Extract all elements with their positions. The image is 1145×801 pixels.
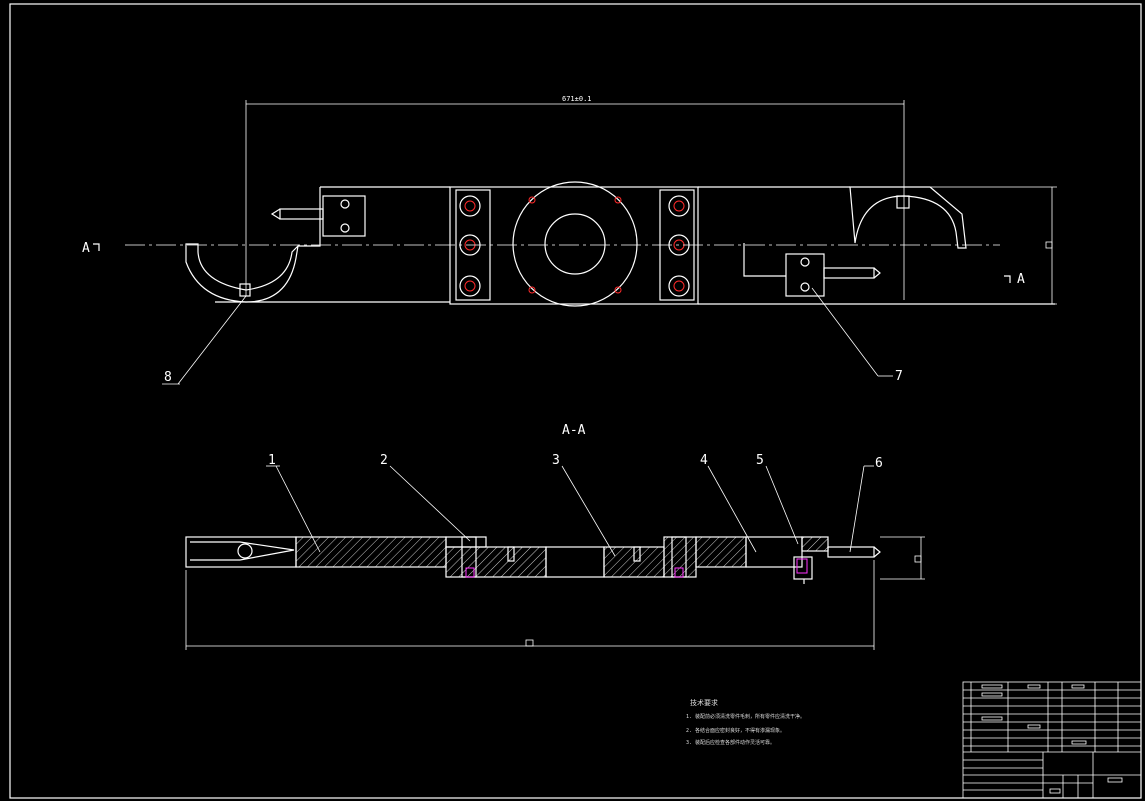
callout-6: 6 bbox=[875, 456, 883, 471]
tech-note-2: 2. 各结合面应密封良好，不得有渗漏现象。 bbox=[686, 727, 785, 734]
top-view: 671±0.1 bbox=[82, 95, 1057, 385]
section-marker-left: A bbox=[82, 241, 90, 256]
callout-7: 7 bbox=[895, 369, 903, 384]
callout-5: 5 bbox=[756, 453, 764, 468]
section-title: A-A bbox=[562, 423, 586, 438]
overall-dimension: 671±0.1 bbox=[562, 95, 592, 103]
technical-notes: 技术要求 1. 装配前必须清洗零件毛刺，所有零件应清洗干净。 2. 各结合面应密… bbox=[686, 698, 805, 746]
bolt-group-left bbox=[459, 195, 481, 297]
section-marker-right: A bbox=[1017, 272, 1025, 287]
tech-note-1: 1. 装配前必须清洗零件毛刺，所有零件应清洗干净。 bbox=[686, 713, 805, 720]
callout-8: 8 bbox=[164, 370, 172, 385]
bolt-group-right bbox=[668, 195, 690, 297]
tech-note-3: 3. 装配后应检查各部件动作灵活可靠。 bbox=[686, 739, 775, 746]
section-view: A-A 1 bbox=[185, 423, 925, 650]
callout-3: 3 bbox=[552, 453, 560, 468]
callout-4: 4 bbox=[700, 453, 708, 468]
tech-notes-heading: 技术要求 bbox=[690, 698, 718, 707]
callout-2: 2 bbox=[380, 453, 388, 468]
title-block bbox=[962, 681, 1142, 799]
callout-1: 1 bbox=[268, 453, 276, 468]
drawing-border bbox=[9, 3, 1142, 799]
